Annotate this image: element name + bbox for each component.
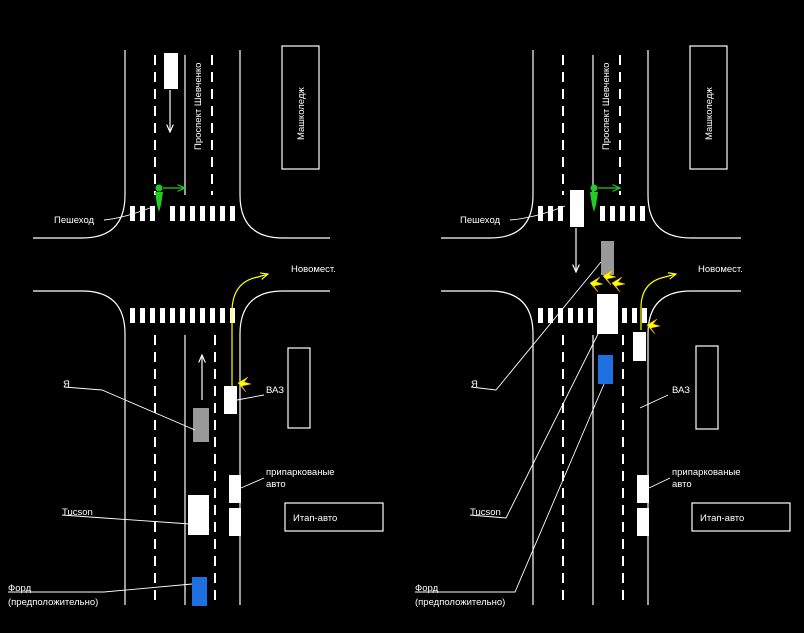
college-label-right: Машколедж <box>704 87 715 140</box>
crosswalk-top <box>130 206 235 221</box>
parked-label-line2: авто <box>266 479 286 490</box>
lane-markings <box>154 55 216 605</box>
road-edges <box>33 50 330 605</box>
tucson-car-right <box>597 294 618 334</box>
parked-car-1 <box>229 475 241 503</box>
ford-label-line1: Форд <box>8 583 32 594</box>
left-panel: Проспект Шевченко Машколедж Пешеход Ново… <box>8 45 384 608</box>
lane-markings-right <box>562 55 624 605</box>
college-building-right <box>689 45 728 170</box>
vaz-turn-path-right <box>640 274 676 330</box>
ford-label-line2-right: (предположительно) <box>415 597 505 608</box>
me-label: Я <box>63 379 70 390</box>
crosswalk-bottom <box>130 308 235 323</box>
novomest-label-right: Новомест. <box>698 264 743 275</box>
novomest-label: Новомест. <box>291 264 336 275</box>
ford-label-line1-right: Форд <box>415 583 439 594</box>
ford-car <box>192 577 207 606</box>
crosswalk-top-right <box>538 206 645 221</box>
crosswalk-bottom-right <box>538 308 647 323</box>
street-name-label: Проспект Шевченко <box>193 63 204 150</box>
parked-car-2 <box>229 508 241 536</box>
pedestrian-label-right: Пешеход <box>460 215 501 226</box>
vaz-label: ВАЗ <box>266 385 284 396</box>
college-label: Машколедж <box>296 87 307 140</box>
itap-label-right: Итап-авто <box>700 513 744 524</box>
ford-label-line2: (предположительно) <box>8 597 98 608</box>
pedestrian-icon <box>155 184 163 212</box>
road-edges-right <box>441 50 741 605</box>
parked-label-line1-right: припаркованые <box>672 467 741 478</box>
tucson-impact-icon-right <box>611 276 626 293</box>
itap-building <box>284 502 384 532</box>
tucson-impact-icon-left <box>589 276 604 293</box>
building-right-2 <box>695 345 719 430</box>
oncoming-car-right <box>570 190 584 227</box>
tucson-label-right: Tucson <box>470 507 501 518</box>
itap-label: Итап-авто <box>293 513 337 524</box>
parked-car-2-right <box>637 508 649 536</box>
college-building <box>281 45 320 170</box>
pedestrian-icon-right <box>590 184 598 212</box>
itap-building-right <box>691 502 791 532</box>
vaz-label-right: ВАЗ <box>672 385 690 396</box>
ford-car-right <box>598 355 613 384</box>
pedestrian-label: Пешеход <box>54 215 95 226</box>
parked-label-line2-right: авто <box>672 479 692 490</box>
my-car-right <box>601 241 614 275</box>
street-name-label-right: Проспект Шевченко <box>601 63 612 150</box>
tucson-car <box>188 495 209 535</box>
building-right <box>287 347 311 429</box>
right-panel: Проспект Шевченко Машколедж Пешеход Ново… <box>415 45 791 608</box>
tucson-label: Tucson <box>62 507 93 518</box>
vaz-car <box>224 386 237 414</box>
my-car <box>193 408 209 442</box>
me-label-right: Я <box>471 379 478 390</box>
parked-label-line1: припаркованые <box>266 467 335 478</box>
vaz-car-right <box>633 332 646 361</box>
oncoming-car <box>164 53 178 89</box>
vaz-turn-path <box>231 274 268 388</box>
parked-car-1-right <box>637 475 649 503</box>
